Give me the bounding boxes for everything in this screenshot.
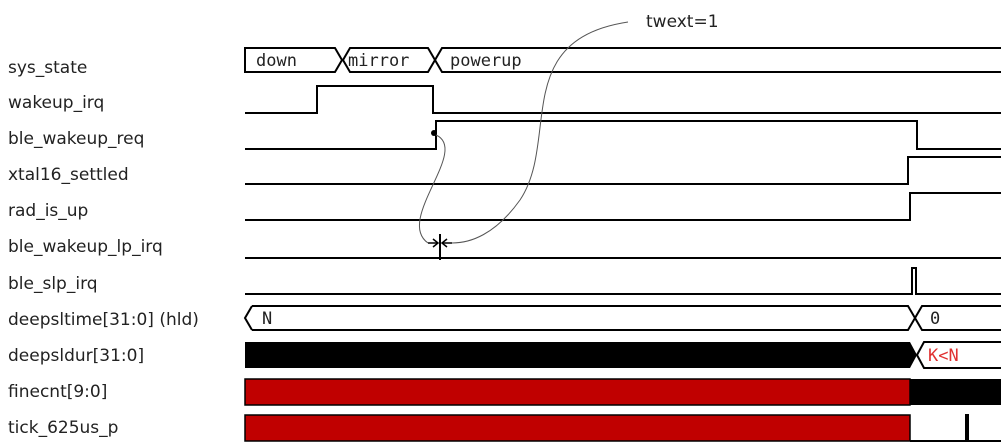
signal-label-tick-625us-p: tick_625us_p [8, 418, 118, 438]
tick-625us-p-wave [244, 414, 1001, 442]
deepsltime-bus: N 0 [243, 305, 1001, 331]
finecnt-bus [244, 378, 1001, 406]
signal-label-wakeup-irq: wakeup_irq [8, 93, 104, 113]
signal-label-xtal16-settled: xtal16_settled [8, 165, 129, 185]
ble-wakeup-req-edge-dot [431, 130, 437, 136]
annotation-curve-left [419, 134, 446, 244]
rad-is-up-wave [245, 192, 1001, 221]
twext-annotation: twext=1 [646, 12, 719, 32]
signal-label-rad-is-up: rad_is_up [8, 201, 88, 221]
deepsldur-bus: K<N [245, 341, 1001, 369]
deepsltime-value-0: 0 [930, 309, 940, 329]
sys-state-powerup: powerup [450, 51, 522, 71]
signal-label-ble-wakeup-req: ble_wakeup_req [8, 129, 144, 149]
timing-marker [428, 234, 452, 260]
annotation-curve-right [451, 21, 629, 244]
xtal16-settled-wave [245, 156, 1001, 185]
sys-state-mirror: mirror [348, 51, 409, 71]
sys-state-down: down [256, 51, 297, 71]
sys-state-bus: down mirror powerup [244, 47, 1001, 73]
signal-label-deepsldur: deepsldur[31:0] [8, 346, 144, 366]
deepsldur-value-k-lt-n: K<N [928, 346, 959, 366]
signal-label-ble-slp-irq: ble_slp_irq [8, 274, 98, 294]
signal-label-ble-wakeup-lp-irq: ble_wakeup_lp_irq [8, 237, 163, 257]
signal-label-finecnt: finecnt[9:0] [8, 382, 107, 402]
ble-slp-irq-wave [245, 267, 1001, 295]
signal-label-deepsltime: deepsltime[31:0] (hld) [8, 310, 199, 330]
ble-wakeup-req-wave [245, 120, 1001, 150]
deepsltime-value-n: N [262, 309, 272, 329]
wakeup-irq-wave [245, 85, 1001, 114]
signal-label-sys-state: sys_state [8, 58, 87, 78]
